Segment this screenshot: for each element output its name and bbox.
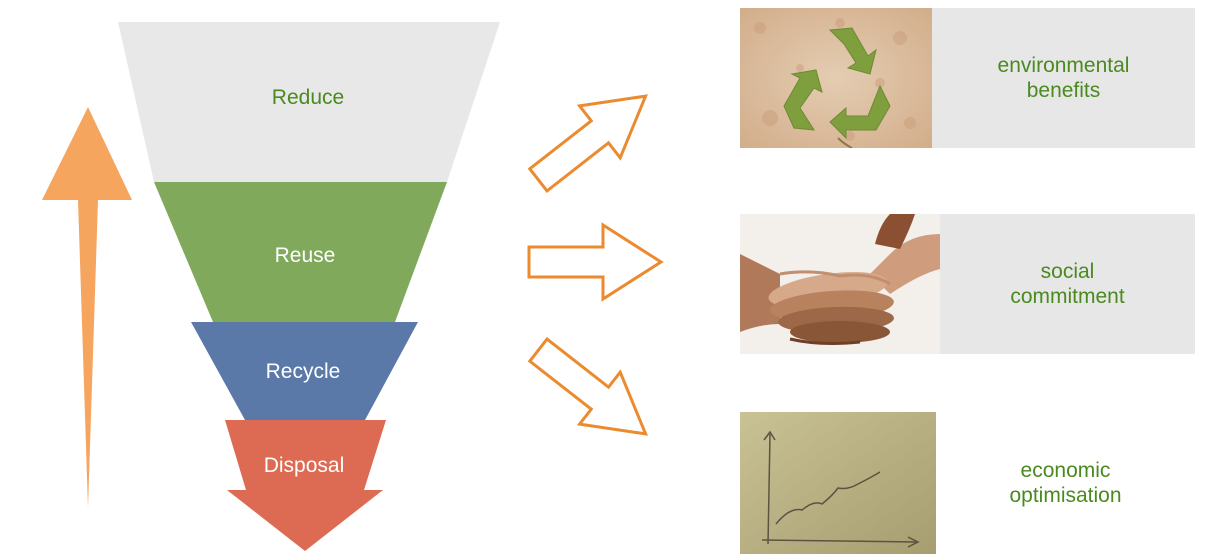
funnel-recycle-label: Recycle <box>266 360 341 383</box>
benefit-environmental-line1: environmental <box>997 53 1130 77</box>
benefit-social-line2: commitment <box>1010 285 1125 308</box>
benefit-social-card: social commitment <box>940 214 1195 354</box>
funnel-disposal-label: Disposal <box>264 454 345 477</box>
funnel-reuse-label: Reuse <box>275 244 336 267</box>
funnel-disposal-arrow <box>225 420 386 551</box>
arrow-to-environmental <box>527 94 648 194</box>
priority-up-arrow <box>42 107 132 508</box>
benefit-social-line1: social <box>1040 259 1095 283</box>
funnel-reuse-layer <box>154 182 447 322</box>
recycle-photo <box>740 8 932 148</box>
benefit-environmental-card: environmental benefits <box>932 8 1195 148</box>
graph-photo <box>740 412 936 554</box>
arrow-to-economic <box>527 336 648 436</box>
benefit-economic-line1: economic <box>1020 458 1111 482</box>
benefit-economic-card: economic optimisation <box>936 412 1195 554</box>
arrow-to-social <box>527 222 664 302</box>
funnel-reduce-label: Reduce <box>272 86 344 109</box>
funnel-recycle-layer <box>191 322 418 420</box>
benefit-environmental-line2: benefits <box>1026 79 1101 102</box>
benefit-economic-line2: optimisation <box>1009 484 1122 507</box>
funnel-reduce-layer <box>118 22 500 182</box>
hands-photo <box>740 214 940 354</box>
